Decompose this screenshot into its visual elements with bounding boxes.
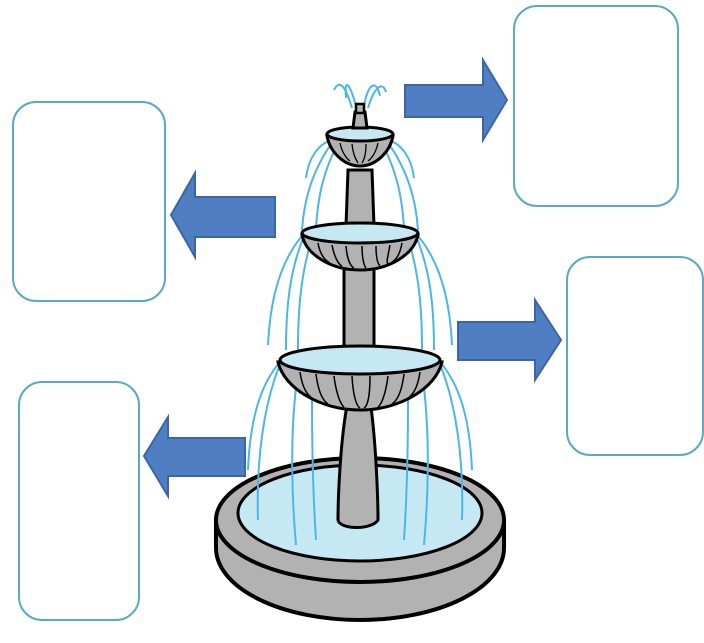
arrow-lower-left [144, 417, 245, 496]
arrow-middle-right [458, 300, 561, 380]
arrow-top-right [405, 60, 507, 140]
fountain-middle-bowl [302, 223, 418, 270]
arrow-upper-left [171, 173, 275, 257]
fountain-top-bowl [327, 104, 393, 166]
fountain-lower-bowl [278, 346, 442, 410]
